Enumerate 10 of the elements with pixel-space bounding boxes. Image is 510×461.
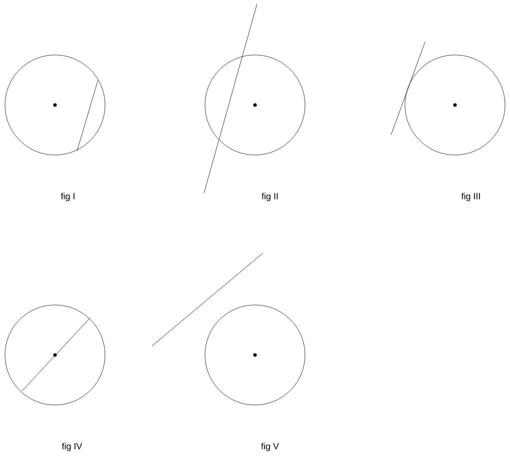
circle (204, 54, 306, 156)
figure-caption: fig IV (62, 442, 82, 452)
circle (404, 54, 506, 156)
figure-caption: fig II (262, 192, 278, 202)
circle (204, 304, 306, 406)
figure-caption: fig V (261, 442, 279, 452)
figure-caption: fig III (461, 192, 480, 202)
circle (4, 304, 106, 406)
figure-caption: fig I (60, 192, 74, 202)
circle (4, 54, 106, 156)
